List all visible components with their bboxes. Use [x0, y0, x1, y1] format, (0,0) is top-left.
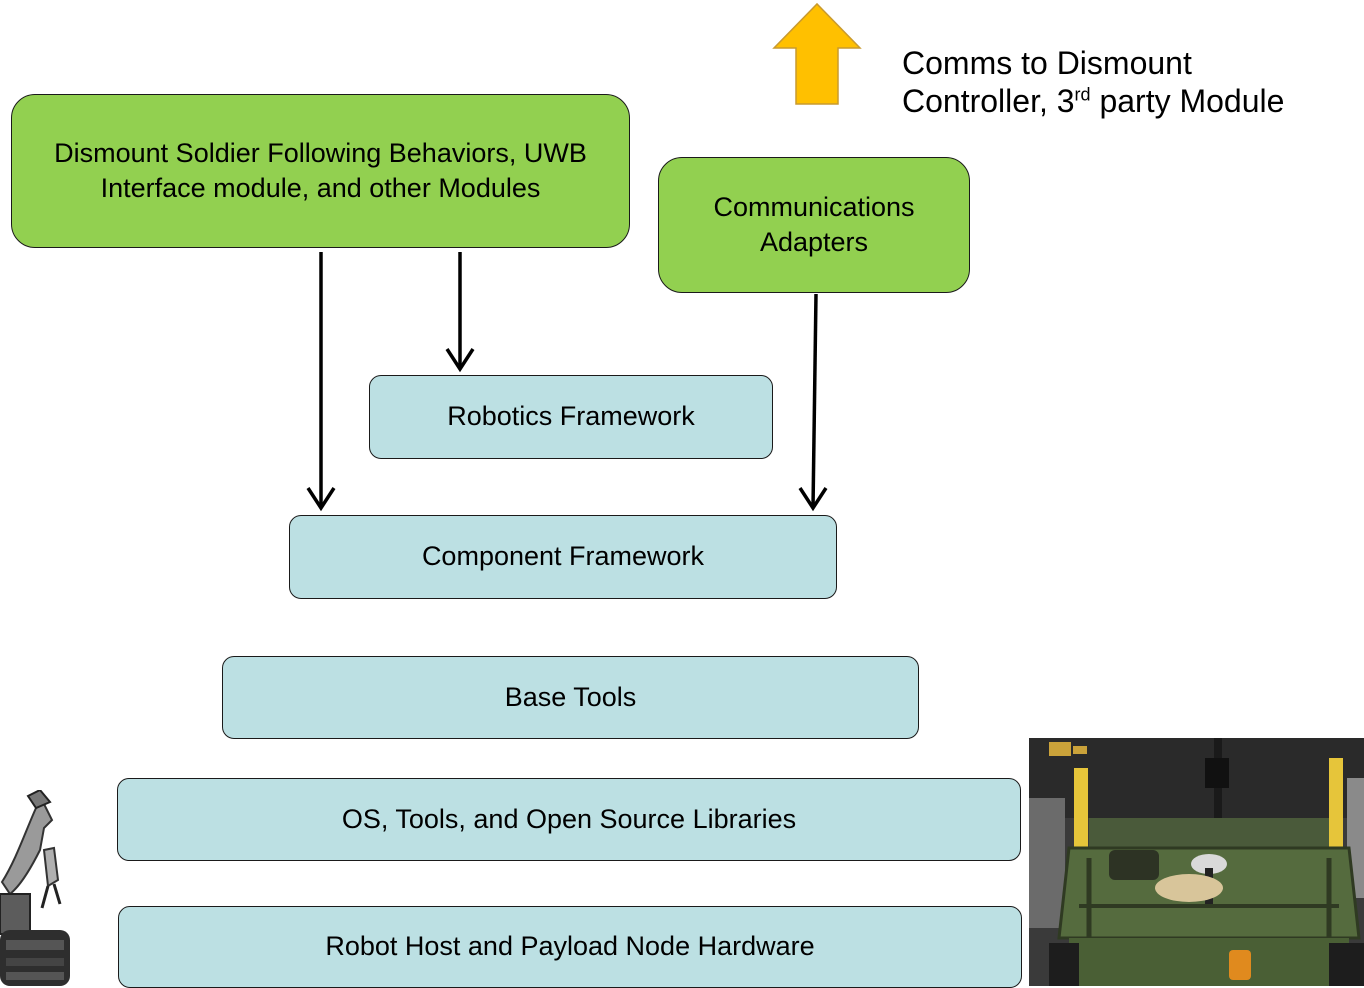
os-libraries-label: OS, Tools, and Open Source Libraries — [341, 803, 797, 834]
robot-hardware-box: Robot Host and Payload Node Hardware — [118, 906, 1022, 988]
comms-note-line1: Comms to Dismount — [902, 45, 1192, 81]
robot-hardware-label: Robot Host and Payload Node Hardware — [325, 931, 815, 962]
robotics-framework-box: Robotics Framework — [369, 375, 773, 459]
comms-note-line2: Controller, 3rd party Module — [902, 83, 1285, 120]
comms-note: Comms to Dismount Controller, 3rd party … — [902, 44, 1284, 121]
robotics-framework-label: Robotics Framework — [447, 401, 695, 432]
external-comms-arrow — [772, 2, 862, 105]
dismount-modules-label: Dismount Soldier Following Behaviors, UW… — [54, 137, 587, 203]
military-vehicle-photo — [1029, 738, 1364, 986]
comms-to-component-arrow — [811, 293, 818, 509]
dismount-modules-box: Dismount Soldier Following Behaviors, UW… — [11, 94, 630, 248]
comms-adapters-label: Communications Adapters — [713, 191, 915, 257]
comms-adapters-box: Communications Adapters — [658, 157, 970, 293]
component-framework-label: Component Framework — [421, 541, 705, 572]
base-tools-label: Base Tools — [504, 681, 637, 712]
os-libraries-box: OS, Tools, and Open Source Libraries — [117, 778, 1021, 861]
base-tools-box: Base Tools — [222, 656, 919, 739]
component-framework-box: Component Framework — [289, 515, 837, 599]
robot-arm-photo — [0, 790, 76, 986]
